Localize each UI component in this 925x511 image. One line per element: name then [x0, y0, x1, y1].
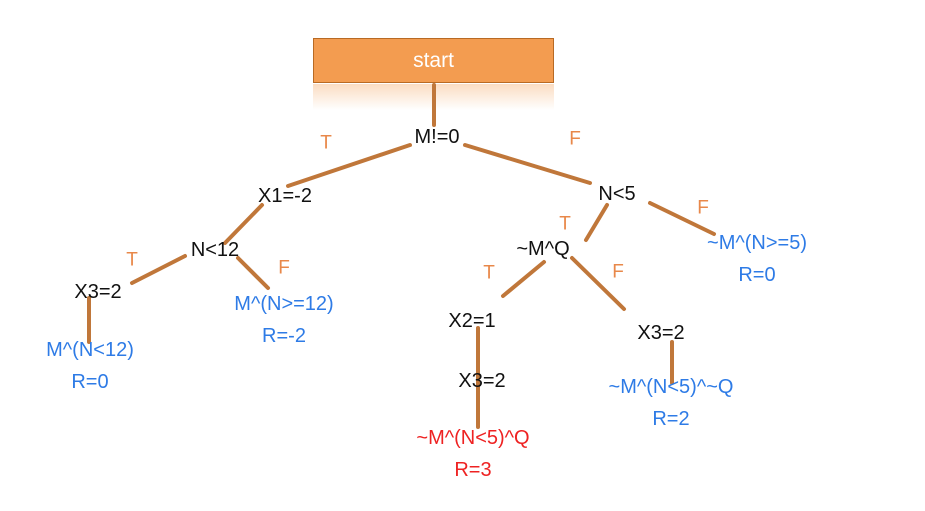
leaf-reward: R=3: [454, 459, 492, 481]
node-x3-mid: X3=2: [458, 370, 506, 392]
leaf-m-n-lt-12: M^(N<12) R=0: [46, 334, 134, 398]
edge-root-x1: [286, 143, 412, 188]
leaf-m-n-ge-12: M^(N>=12) R=-2: [234, 288, 333, 352]
leaf-notm-n-lt-5-q: ~M^(N<5)^Q R=3: [416, 422, 529, 486]
edge-mq-x2: [501, 260, 546, 298]
edge-n5-mq: [584, 203, 609, 242]
leaf-notm-n-ge-5: ~M^(N>=5) R=0: [707, 227, 807, 291]
edge-root-n5: [463, 143, 592, 185]
branch-label-false: F: [278, 257, 290, 279]
edge-mq-x3right: [570, 256, 626, 311]
node-x3-left: X3=2: [74, 281, 122, 303]
node-n12: N<12: [190, 239, 240, 261]
start-node: start: [313, 38, 554, 83]
leaf-condition: M^(N<12): [46, 339, 134, 361]
edge-n5-leaf3: [648, 201, 716, 236]
branch-label-false: F: [569, 128, 581, 150]
node-x3-right: X3=2: [637, 322, 685, 344]
branch-label-false: F: [697, 197, 709, 219]
leaf-reward: R=0: [738, 264, 776, 286]
branch-label-true: T: [126, 249, 138, 271]
branch-label-true: T: [483, 262, 495, 284]
node-root: M!=0: [414, 126, 460, 148]
leaf-condition: M^(N>=12): [234, 293, 334, 315]
leaf-condition: ~M^(N<5)^~Q: [608, 376, 734, 398]
leaf-reward: R=0: [71, 371, 109, 393]
edge-n12-leaf2: [236, 256, 270, 290]
leaf-reward: R=-2: [262, 325, 306, 347]
node-mq: ~M^Q: [516, 238, 570, 260]
leaf-reward: R=2: [652, 408, 690, 430]
branch-label-true: T: [320, 132, 332, 154]
leaf-condition: ~M^(N>=5): [707, 232, 807, 254]
leaf-notm-n-lt-5-notq: ~M^(N<5)^~Q R=2: [609, 371, 734, 435]
leaf-condition: ~M^(N<5)^Q: [416, 427, 530, 449]
edge-n12-x3left: [130, 254, 187, 285]
branch-label-false: F: [612, 261, 624, 283]
node-n5: N<5: [598, 183, 636, 205]
node-x1: X1=-2: [258, 185, 312, 207]
edge-x1-n12: [223, 203, 264, 245]
node-x2: X2=1: [448, 310, 496, 332]
branch-label-true: T: [559, 213, 571, 235]
